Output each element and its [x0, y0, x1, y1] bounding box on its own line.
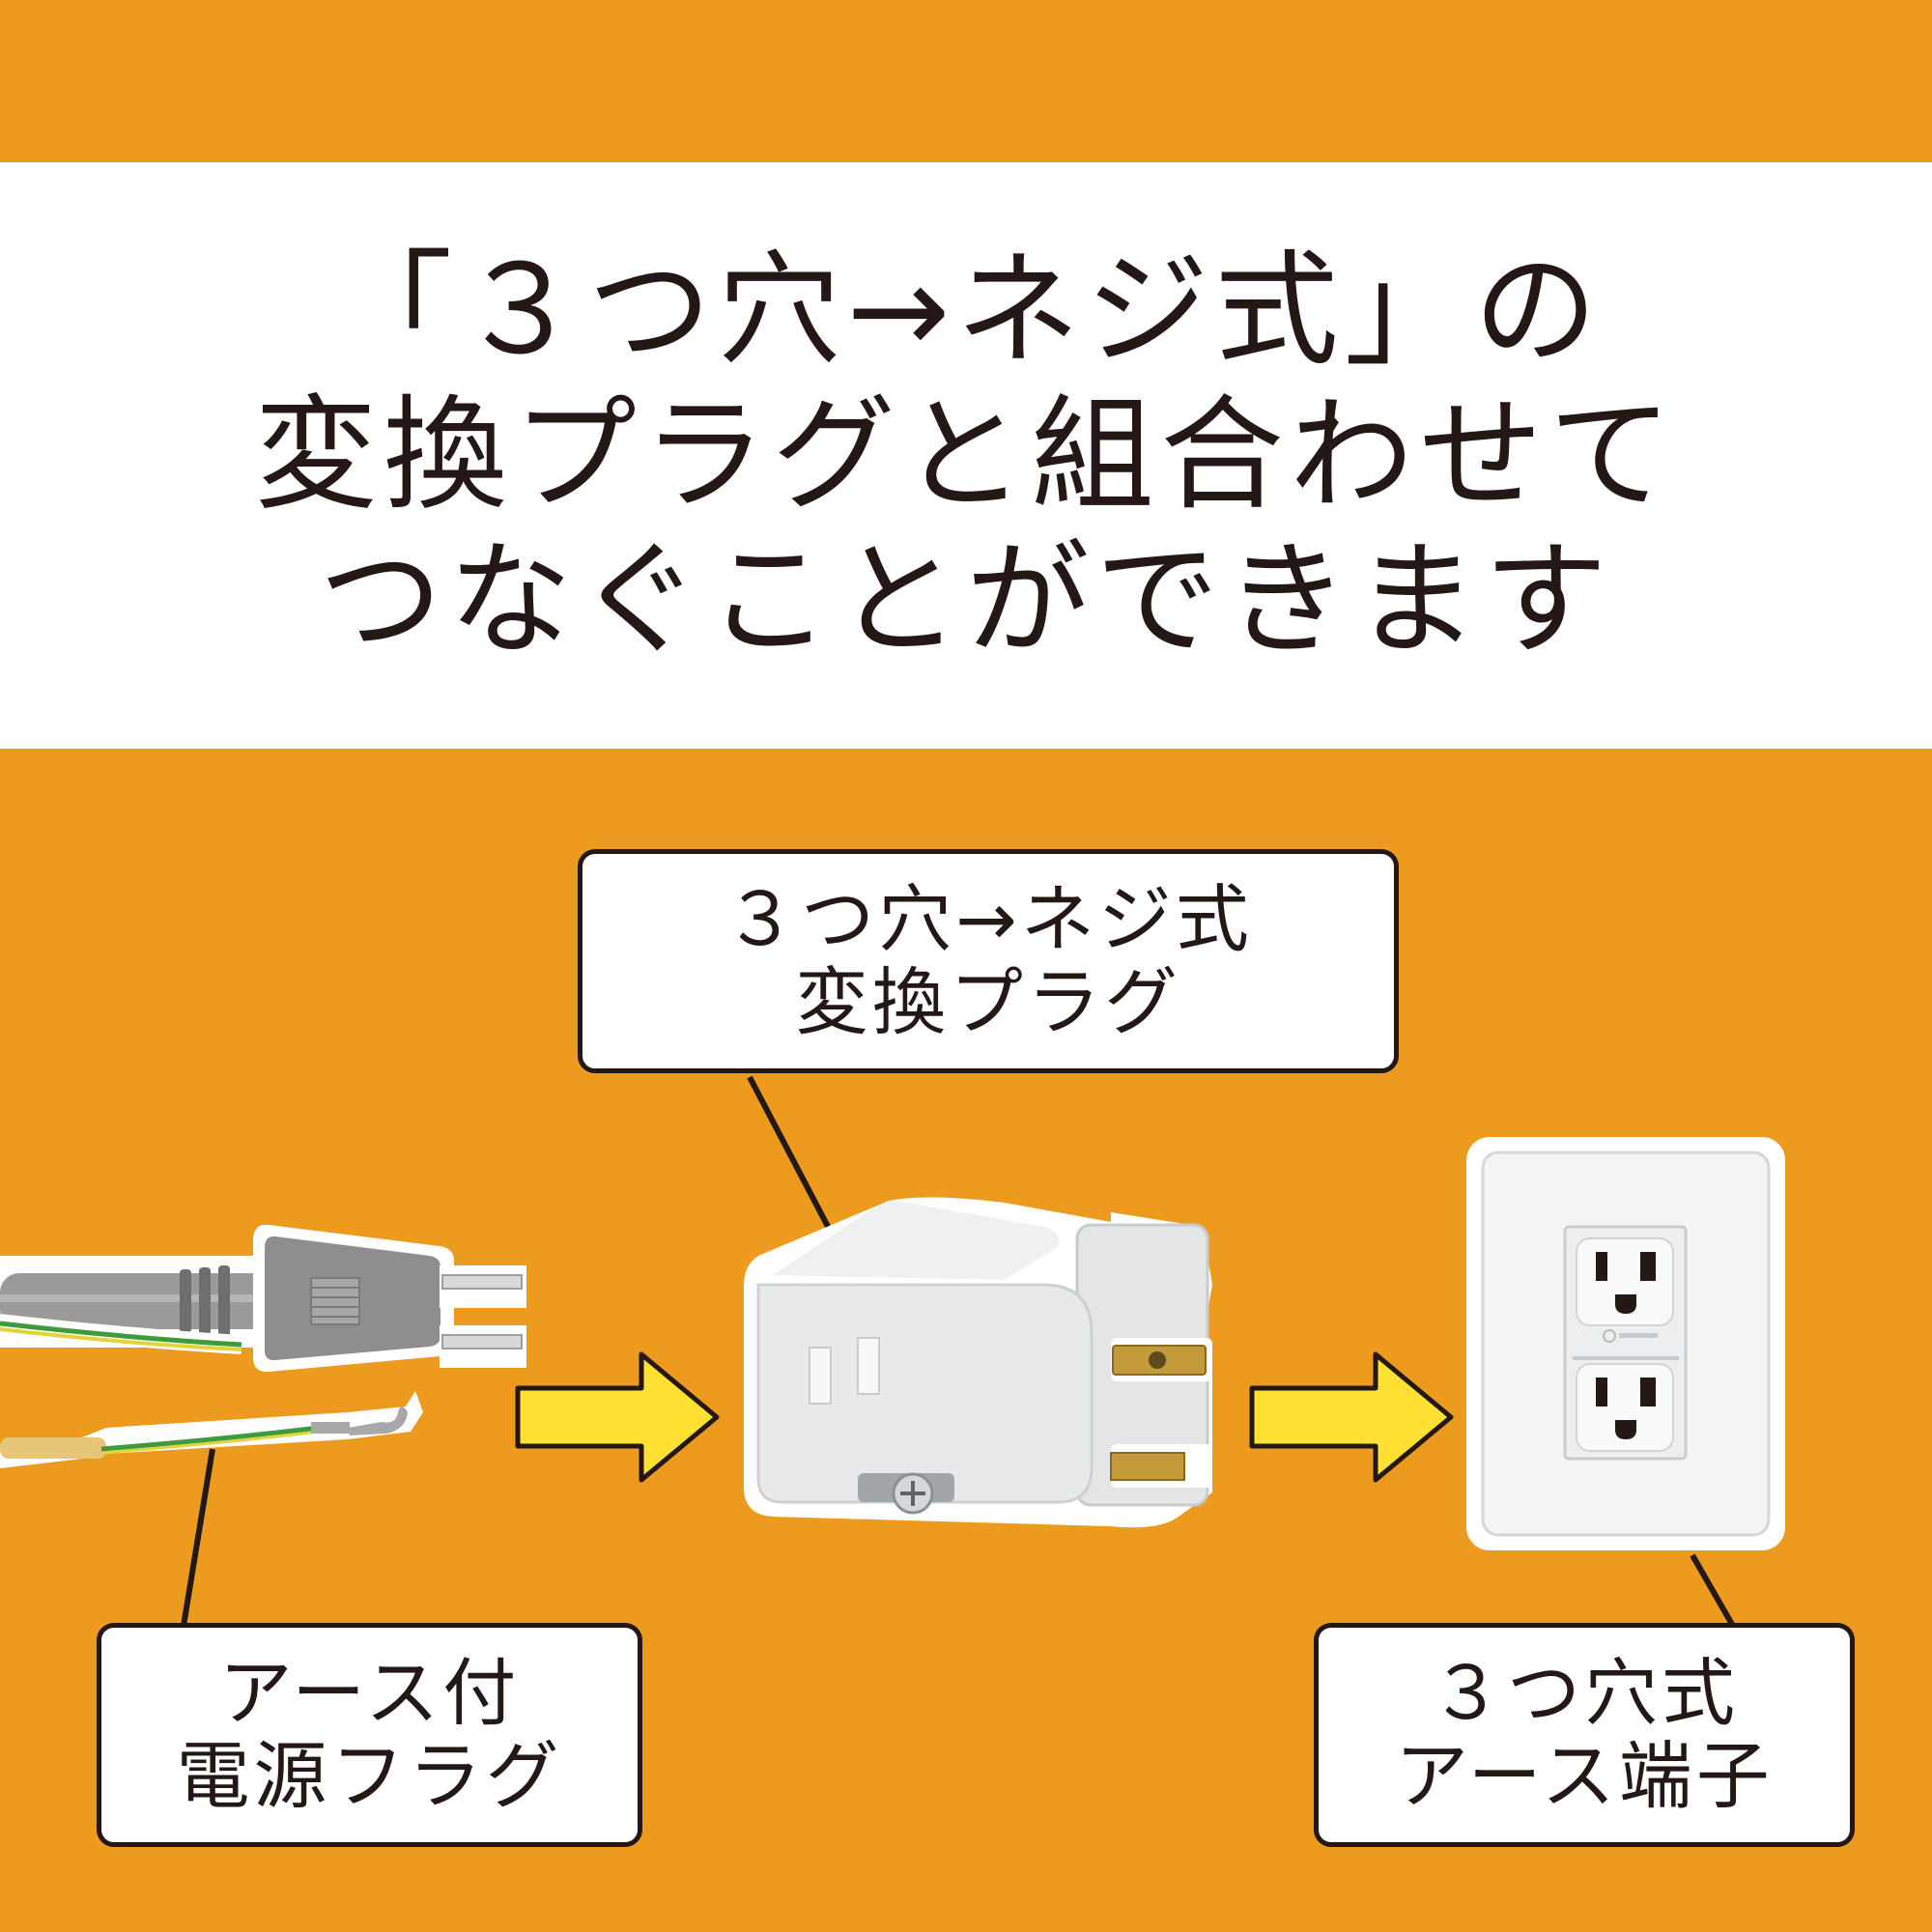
power-plug-label-line-1: アース付 — [218, 1650, 521, 1736]
outlet-label-line-2: アース端子 — [1395, 1733, 1774, 1819]
leader-line-adapter — [747, 1075, 838, 1243]
power-plug-label: アース付 電源フラグ — [97, 1623, 642, 1847]
headline-line-2: 変換プラグと組合わせて — [253, 383, 1678, 527]
outlet-label-line-1: ３つ穴式 — [1430, 1650, 1739, 1736]
leader-line-power-plug — [181, 1448, 215, 1627]
headline-line-1: 「３つ穴→ネジ式」の — [328, 238, 1604, 383]
adapter-label-line-1: ３つ穴→ネジ式 — [724, 876, 1253, 962]
power-plug-with-earth-wire-icon — [0, 1224, 526, 1468]
outlet-label: ３つ穴式 アース端子 — [1314, 1623, 1855, 1847]
top-band — [0, 0, 1932, 162]
power-plug-label-line-2: 電源フラグ — [176, 1733, 563, 1819]
headline-line-3: つなぐことができます — [318, 527, 1613, 672]
leader-line-outlet — [1690, 1553, 1737, 1630]
adapter-plug-icon — [744, 1197, 1212, 1528]
right-arrow-icon — [1249, 1351, 1454, 1483]
wall-outlet-icon — [1466, 1137, 1785, 1550]
headline-panel: 「３つ穴→ネジ式」の 変換プラグと組合わせて つなぐことができます — [0, 162, 1932, 749]
adapter-label-line-2: 変換プラグ — [795, 959, 1181, 1045]
right-arrow-icon — [515, 1351, 720, 1483]
adapter-label: ３つ穴→ネジ式 変換プラグ — [578, 849, 1399, 1073]
